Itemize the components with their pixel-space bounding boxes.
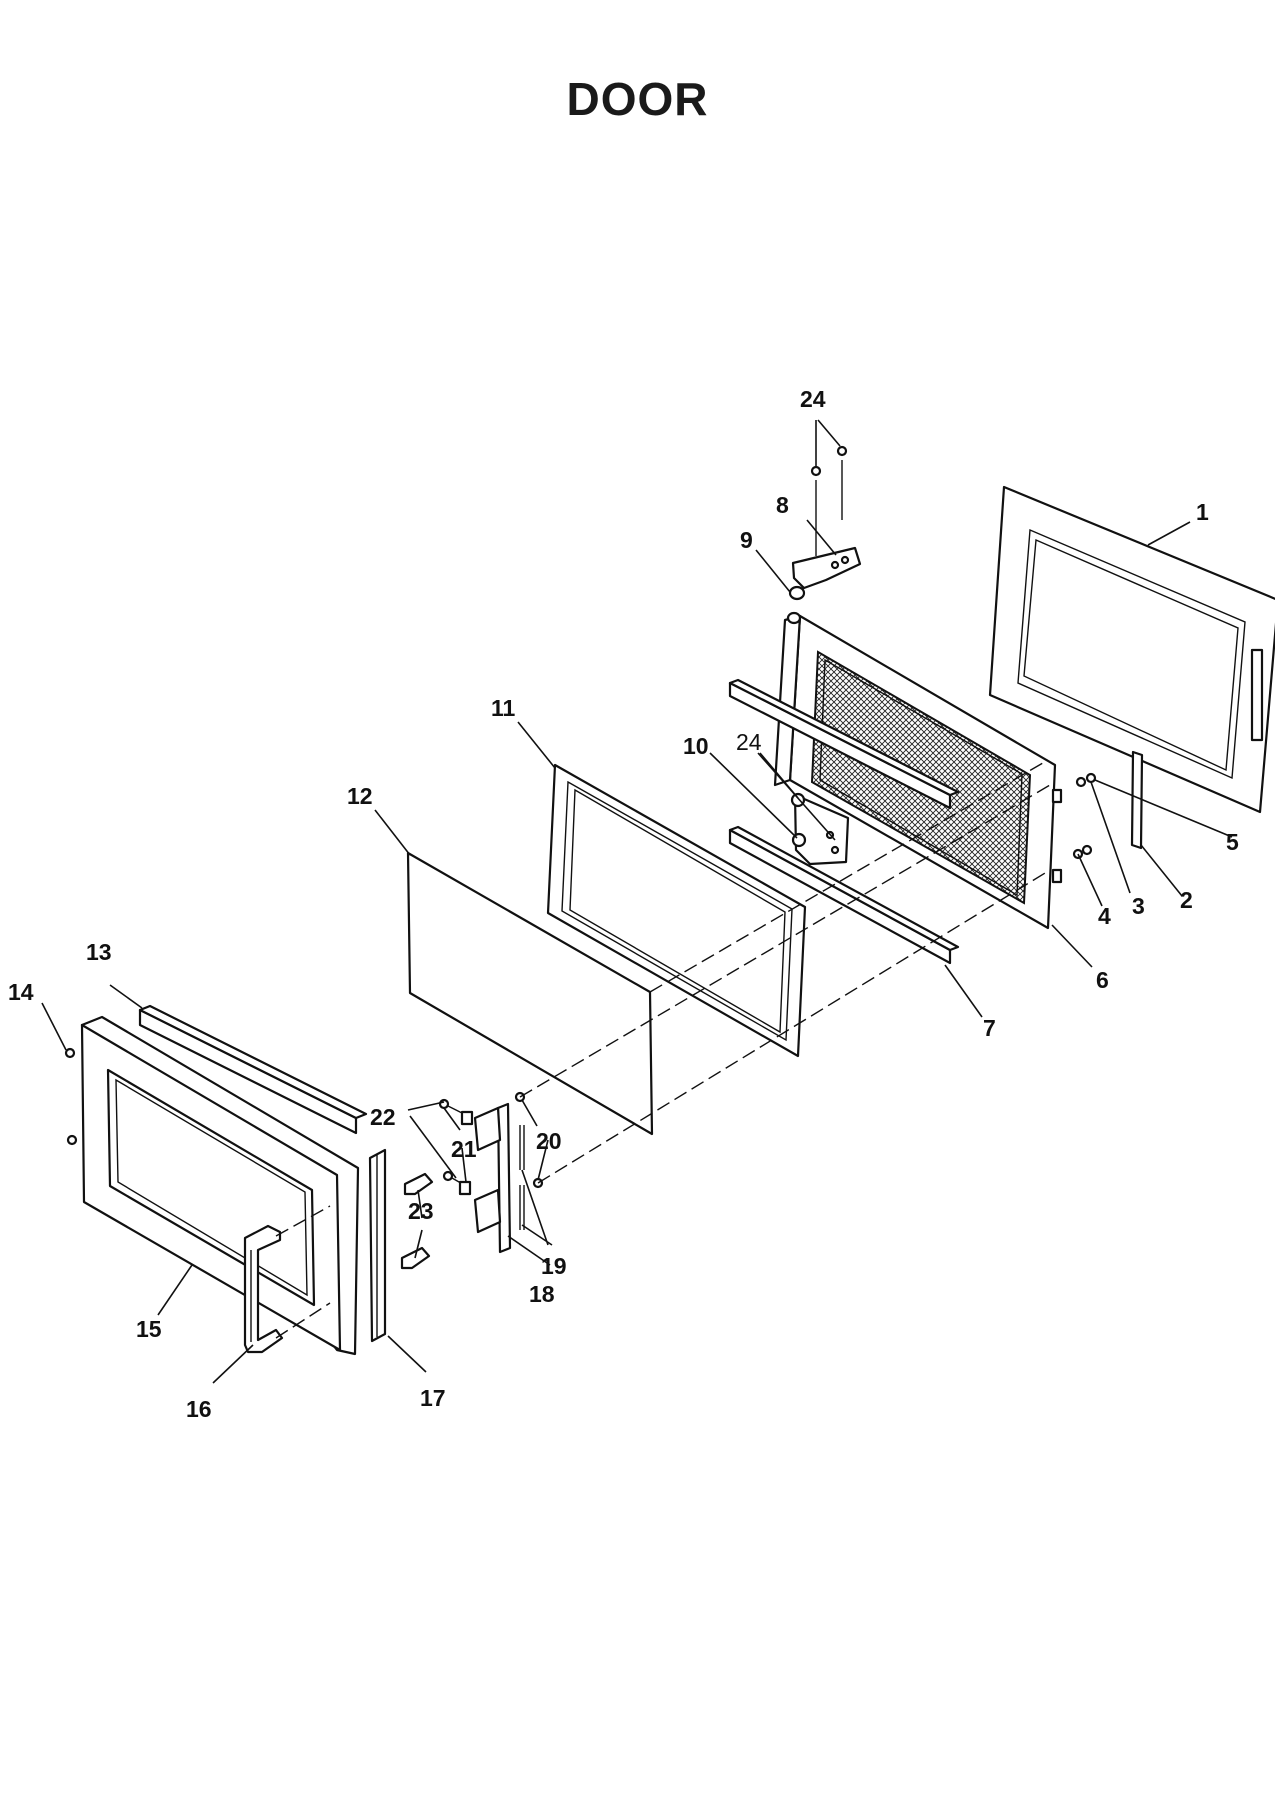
part-18-latch: [473, 1102, 525, 1254]
callout-labels: 1 2 3 4 5 6 7 8 9 10 11 12 13 14 15 16 1…: [8, 386, 1239, 1422]
part-15-front-frame: [80, 1015, 360, 1356]
part-3-4-5-screws: [1072, 772, 1097, 860]
part-16-handle: [243, 1205, 331, 1354]
part-8-hinge-plate: [791, 460, 862, 590]
part-2-strip: [1130, 750, 1144, 850]
callout-9: 9: [740, 527, 753, 553]
part-10-lower-hinge: [790, 792, 850, 866]
callout-1: 1: [1196, 499, 1209, 525]
callout-21: 21: [451, 1136, 477, 1162]
part-21-22-pins: [438, 1098, 474, 1196]
callout-22: 22: [370, 1104, 396, 1130]
callout-15: 15: [136, 1316, 162, 1342]
part-13-top-trim: [138, 1004, 368, 1135]
callout-20: 20: [536, 1128, 562, 1154]
callout-17: 17: [420, 1385, 446, 1411]
part-14-screws: [64, 1047, 78, 1146]
callout-16: 16: [186, 1396, 212, 1422]
callout-19: 19: [541, 1253, 567, 1279]
callout-3: 3: [1132, 893, 1145, 919]
callout-2: 2: [1180, 887, 1193, 913]
diagram-title: DOOR: [566, 73, 709, 125]
callout-24-mid: 24: [736, 729, 762, 755]
part-17-side-strip: [368, 1148, 387, 1343]
callout-8: 8: [776, 492, 789, 518]
callout-13: 13: [86, 939, 112, 965]
callout-11: 11: [491, 695, 516, 721]
part-9-bushing: [786, 585, 806, 625]
part-24-top-screws: [810, 445, 848, 477]
callout-24-top: 24: [800, 386, 826, 412]
callout-23: 23: [408, 1198, 434, 1224]
callout-10: 10: [683, 733, 709, 759]
callout-7: 7: [983, 1015, 996, 1041]
alignment-lines: [409, 759, 1051, 1184]
part-7-bars: [728, 678, 960, 965]
leader-lines: [41, 419, 1233, 1384]
callout-18: 18: [529, 1281, 555, 1307]
part-11-gasket-frame: [546, 763, 807, 1058]
callout-4: 4: [1098, 903, 1111, 929]
callout-12: 12: [347, 783, 373, 809]
part-1-outer-frame: [988, 485, 1275, 814]
callout-5: 5: [1226, 829, 1239, 855]
callout-6: 6: [1096, 967, 1109, 993]
callout-14: 14: [8, 979, 34, 1005]
